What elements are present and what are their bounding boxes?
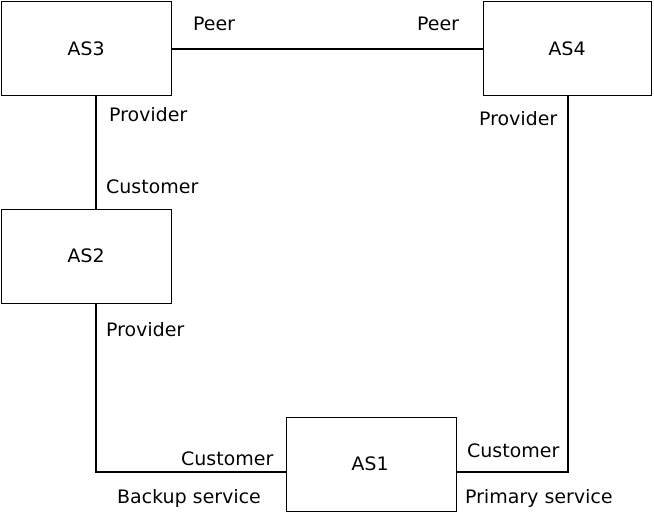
- node-as2-label: AS2: [67, 245, 104, 267]
- node-as3[interactable]: AS3: [1, 1, 172, 96]
- as1-customer-right-label: Customer: [467, 440, 559, 462]
- node-as2[interactable]: AS2: [1, 209, 172, 304]
- node-as1[interactable]: AS1: [286, 417, 457, 512]
- as3-peer-label: Peer: [193, 13, 235, 35]
- link-as4-as1: [456, 96, 569, 473]
- as3-provider-label: Provider: [109, 104, 187, 126]
- as1-customer-left-label: Customer: [181, 448, 273, 470]
- backup-service-label: Backup service: [117, 486, 261, 508]
- as2-customer-label: Customer: [106, 176, 198, 198]
- as4-peer-label: Peer: [417, 13, 459, 35]
- node-as4-label: AS4: [548, 38, 585, 60]
- link-as2-as1: [95, 303, 286, 473]
- as2-provider-label: Provider: [106, 319, 184, 341]
- node-as3-label: AS3: [67, 38, 104, 60]
- node-as1-label: AS1: [351, 453, 388, 475]
- as4-provider-label: Provider: [479, 108, 557, 130]
- primary-service-label: Primary service: [465, 486, 613, 508]
- node-as4[interactable]: AS4: [483, 1, 652, 96]
